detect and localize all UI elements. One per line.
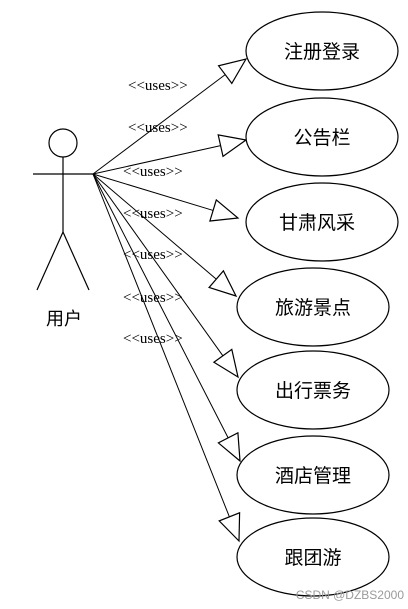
association-register-login-arrowhead [217, 58, 248, 85]
use-case-ellipses [236, 11, 399, 597]
association-travel-tickets-arrowhead [212, 348, 239, 379]
association-group-tour-line [92, 173, 230, 518]
actor [33, 128, 93, 291]
uses-label-3: <<uses>> [123, 164, 183, 180]
actor-head [48, 128, 78, 158]
use-case-label-travel-tickets: 出行票务 [275, 380, 351, 402]
association-group-tour-arrowhead [218, 511, 241, 543]
use-case-label-bulletin: 公告栏 [293, 127, 350, 149]
association-scenic-spots-arrowhead [208, 269, 238, 297]
association-hotel-management-line [92, 173, 229, 439]
use-case-ellipse-travel-tickets [236, 350, 390, 430]
association-scenic-spots-line [92, 173, 217, 280]
use-case-label-gansu-style: 甘肃风采 [279, 212, 355, 234]
use-case-ellipse-gansu-style [245, 182, 399, 262]
watermark: CSDN @DZBS2000 [296, 588, 405, 602]
actor-right-leg [62, 231, 90, 291]
association-travel-tickets-line [92, 173, 224, 357]
uses-label-7: <<uses>> [123, 331, 183, 347]
uses-label-4: <<uses>> [123, 206, 183, 222]
associations [92, 58, 248, 543]
use-case-ellipse-group-tour [236, 517, 390, 597]
uses-label-5: <<uses>> [123, 247, 183, 263]
actor-left-leg [36, 231, 64, 291]
association-gansu-style-arrowhead [209, 198, 240, 222]
use-case-label-scenic-spots: 旅游景点 [275, 297, 351, 319]
association-gansu-style-line [92, 173, 214, 211]
association-hotel-management-arrowhead [217, 431, 241, 463]
use-case-label-hotel-management: 酒店管理 [275, 465, 351, 487]
use-case-ellipse-bulletin [245, 97, 399, 177]
association-bulletin-arrowhead [217, 134, 248, 158]
actor-label: 用户 [46, 309, 82, 330]
association-register-login-line [92, 74, 226, 175]
use-case-ellipse-scenic-spots [236, 267, 390, 347]
use-case-label-register-login: 注册登录 [284, 41, 360, 63]
uses-label-1: <<uses>> [128, 78, 188, 94]
use-case-label-group-tour: 跟团游 [284, 547, 341, 569]
use-case-ellipse-register-login [245, 11, 399, 91]
association-bulletin-line [92, 145, 221, 175]
uses-label-6: <<uses>> [123, 290, 183, 306]
use-case-ellipse-hotel-management [236, 435, 390, 515]
uses-label-2: <<uses>> [128, 120, 188, 136]
